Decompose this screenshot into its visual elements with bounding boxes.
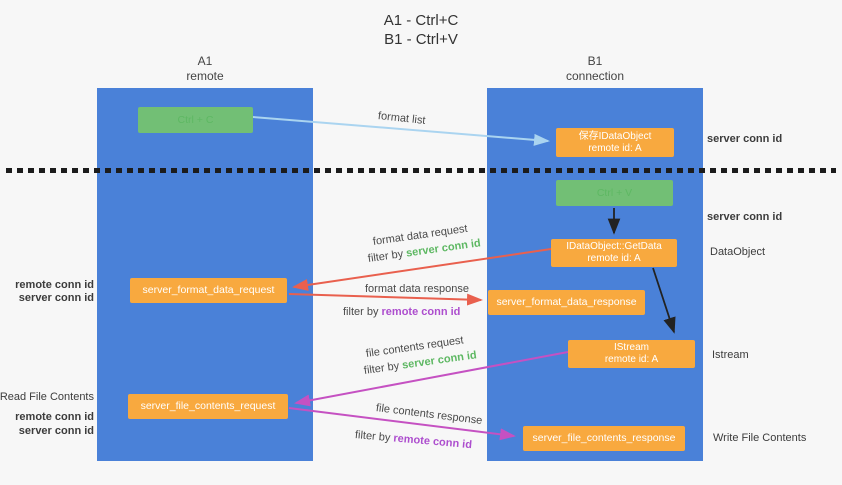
- node-server-file-contents-response: server_file_contents_response: [523, 426, 685, 451]
- node-format-request-label: server_format_data_request: [142, 284, 275, 296]
- node-ctrl-c-label: Ctrl + C: [177, 113, 214, 126]
- label-server-conn-id-top: server conn id: [707, 133, 783, 145]
- node-format-response-label: server_format_data_response: [496, 296, 637, 308]
- filter-by-text: filter by: [363, 360, 400, 377]
- label-format-list: format list: [377, 110, 427, 127]
- label-filter-by-remote-conn-id-1: filter by remote conn id: [343, 306, 460, 318]
- label-filter-by-remote-conn-id-2: filter by remote conn id: [354, 429, 472, 451]
- lane-b1-subtitle: connection: [565, 69, 625, 83]
- node-file-response-label: server_file_contents_response: [532, 432, 676, 444]
- label-remote-conn-id-format: remote conn id: [15, 279, 94, 291]
- node-ctrl-v: Ctrl + V: [556, 180, 673, 206]
- lane-header-a1: A1 remote: [97, 54, 313, 84]
- node-idataobject-getdata: IDataObject::GetData remote id: A: [551, 239, 677, 267]
- node-istream: IStream remote id: A: [568, 340, 695, 368]
- label-istream: Istream: [712, 349, 749, 361]
- title-line-2: B1 - Ctrl+V: [384, 31, 458, 48]
- node-server-format-data-request: server_format_data_request: [130, 278, 287, 303]
- remote-conn-id-text: remote conn id: [392, 432, 473, 452]
- label-write-file-contents: Write File Contents: [713, 432, 807, 444]
- label-remote-conn-id-file: remote conn id: [15, 411, 94, 423]
- filter-by-text: filter by: [354, 429, 391, 445]
- lane-a1-name: A1: [197, 54, 213, 68]
- node-file-request-label: server_file_contents_request: [140, 400, 276, 412]
- lane-a1-subtitle: remote: [186, 69, 224, 83]
- remote-conn-id-text: remote conn id: [381, 306, 461, 318]
- node-save-idataobject: 保存IDataObject remote id: A: [556, 128, 674, 157]
- label-read-file-contents: Read File Contents: [0, 391, 94, 403]
- label-dataobject: DataObject: [710, 246, 766, 258]
- node-getdata-line1: IDataObject::GetData: [566, 241, 662, 252]
- label-server-conn-id-file: server conn id: [18, 425, 94, 437]
- node-istream-line1: IStream: [613, 342, 649, 353]
- node-getdata-line2: remote id: A: [587, 253, 641, 264]
- label-server-conn-id-mid: server conn id: [707, 211, 783, 223]
- lane-header-b1: B1 connection: [487, 54, 703, 84]
- label-format-data-response: format data response: [365, 283, 469, 295]
- node-save-idataobject-line1: 保存IDataObject: [578, 130, 652, 142]
- label-file-contents-response: file contents response: [375, 402, 483, 427]
- node-ctrl-c: Ctrl + C: [138, 107, 253, 133]
- diagram-title: A1 - Ctrl+C B1 - Ctrl+V: [0, 11, 842, 49]
- machine-boundary-dotted-line: [6, 168, 836, 173]
- node-save-idataobject-line2: remote id: A: [588, 142, 642, 154]
- label-server-conn-id-format: server conn id: [18, 292, 94, 304]
- node-server-file-contents-request: server_file_contents_request: [128, 394, 288, 419]
- node-server-format-data-response: server_format_data_response: [488, 290, 645, 315]
- node-ctrl-v-label: Ctrl + V: [596, 186, 633, 199]
- filter-by-text: filter by: [343, 306, 379, 318]
- node-istream-line2: remote id: A: [604, 354, 659, 365]
- lane-b1-name: B1: [587, 54, 603, 68]
- title-line-1: A1 - Ctrl+C: [383, 12, 459, 29]
- filter-by-text: filter by: [367, 248, 404, 265]
